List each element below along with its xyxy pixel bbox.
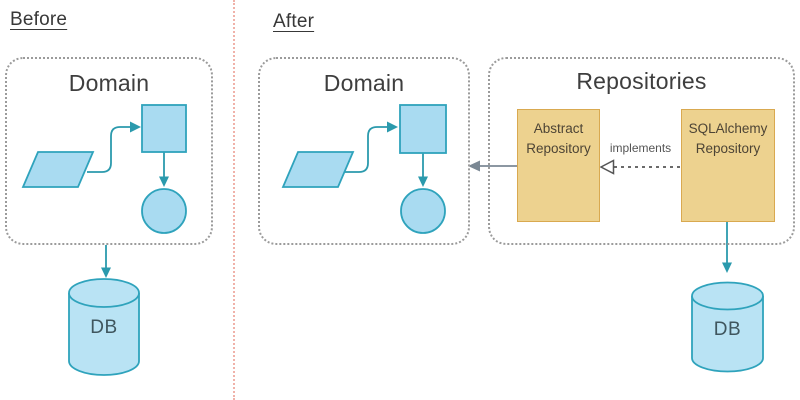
domain-square-left: [141, 104, 187, 153]
db-cylinder-top-right: [691, 281, 764, 311]
before-after-divider: [233, 0, 235, 400]
db-cylinder-body-right: [691, 296, 764, 373]
db-label-after: DB: [713, 319, 742, 340]
db-label-before: DB: [90, 317, 118, 338]
after-heading: After: [273, 11, 315, 32]
db-cylinder-body-left: [68, 293, 140, 376]
implements-label: implements: [609, 141, 672, 155]
implements-open-arrowhead: [599, 159, 615, 175]
arrowhead-domain-to-db-left: [101, 267, 111, 278]
domain-parallelogram-left: [21, 151, 95, 188]
domain-circle-right: [400, 188, 446, 234]
domain-title-after: Domain: [323, 70, 405, 96]
abstract-repository-label: Abstract Repository: [526, 121, 591, 156]
arrowhead-square-to-circle-right: [418, 176, 428, 187]
arrowhead-parallelogram-to-square-left: [130, 121, 141, 133]
arrowhead-parallelogram-to-square-right: [387, 121, 398, 133]
arrowhead-sqlalchemy-to-db: [722, 262, 732, 273]
arrow-parallelogram-to-square-right: [344, 126, 387, 173]
domain-box-before: [5, 57, 213, 245]
arrowhead-repository-to-domain: [468, 160, 480, 172]
domain-parallelogram-right: [281, 151, 355, 188]
domain-box-after: [258, 57, 470, 245]
repositories-box: [488, 57, 795, 245]
domain-circle-left: [141, 188, 187, 234]
db-cylinder-top-left: [68, 278, 140, 308]
sqlalchemy-repository-node: SQLAlchemy Repository: [681, 109, 775, 222]
sqlalchemy-repository-label: SQLAlchemy Repository: [688, 121, 768, 156]
domain-title-before: Domain: [68, 70, 150, 96]
abstract-repository-node: Abstract Repository: [517, 109, 600, 222]
repositories-title: Repositories: [576, 68, 707, 94]
before-heading: Before: [10, 9, 68, 30]
arrow-parallelogram-to-square-left: [87, 126, 130, 173]
domain-square-right: [399, 104, 447, 154]
arrowhead-square-to-circle-left: [159, 176, 169, 187]
